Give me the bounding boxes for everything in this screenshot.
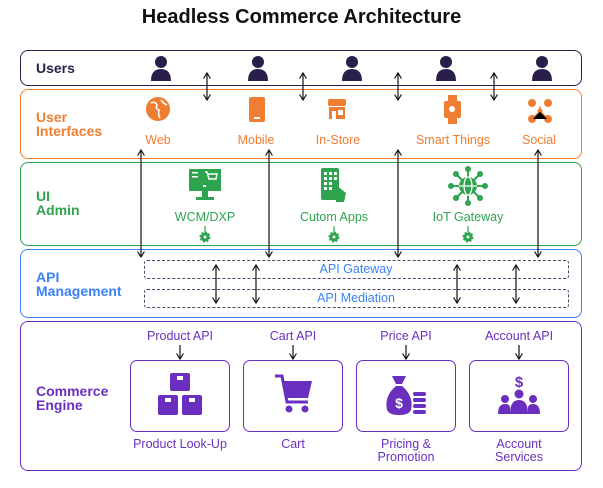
diagram-title: Headless Commerce Architecture <box>141 6 462 28</box>
api-gateway-box <box>144 260 569 279</box>
social-network-icon <box>528 99 552 123</box>
globe-icon <box>146 97 170 121</box>
service-label-promotion: Promotion <box>377 450 435 464</box>
account-group-icon: $ <box>498 374 540 414</box>
tablet-apps-icon <box>321 168 346 202</box>
mobile-icon <box>249 97 265 122</box>
users-layer: Users <box>20 50 582 86</box>
admin-item-wcm-dxp: WCM/DXP <box>174 210 236 224</box>
gear-icon <box>199 226 211 243</box>
svg-text:$: $ <box>395 395 403 411</box>
product-lookup-box <box>130 360 230 432</box>
user-icon <box>342 56 362 81</box>
store-icon <box>328 99 346 119</box>
admin-item-iot-gateway: IoT Gateway <box>432 210 504 224</box>
price-api-label: Price API <box>380 329 432 343</box>
user-icon <box>532 56 552 81</box>
user-icon <box>436 56 456 81</box>
users-label: Users <box>36 60 75 76</box>
service-label-account: Account <box>496 437 542 451</box>
account-api-label: Account API <box>484 329 554 343</box>
gear-icon <box>462 226 474 243</box>
ui-item-mobile: Mobile <box>237 133 275 147</box>
account-services-box <box>469 360 569 432</box>
user-icon <box>151 56 171 81</box>
boxes-icon <box>158 373 202 415</box>
gear-icon <box>328 226 340 243</box>
api-mediation-box <box>144 289 569 308</box>
service-label-services: Services <box>495 450 543 464</box>
service-label-pricing: Pricing & <box>380 437 432 451</box>
api-gateway-label: API Gateway <box>319 262 393 276</box>
shopping-cart-icon <box>275 374 312 413</box>
cart-box <box>243 360 343 432</box>
user-icon <box>248 56 268 81</box>
money-bag-icon: $ <box>386 376 426 415</box>
service-label-cart: Cart <box>281 437 305 451</box>
svg-text:$: $ <box>515 374 524 391</box>
api-mediation-label: API Mediation <box>317 291 395 305</box>
admin-item-custom-apps: Cutom Apps <box>299 210 369 224</box>
ui-item-in-store: In-Store <box>315 133 361 147</box>
iot-network-icon <box>448 166 488 206</box>
cart-api-label: Cart API <box>269 329 317 343</box>
ui-item-web: Web <box>145 133 171 147</box>
ui-item-smart-things: Smart Things <box>415 133 491 147</box>
pricing-box <box>356 360 456 432</box>
product-api-label: Product API <box>146 329 214 343</box>
smartwatch-icon <box>444 95 461 124</box>
service-label-product-lookup: Product Look-Up <box>133 437 227 451</box>
ui-item-social: Social <box>521 133 557 147</box>
monitor-cart-icon <box>189 169 221 200</box>
